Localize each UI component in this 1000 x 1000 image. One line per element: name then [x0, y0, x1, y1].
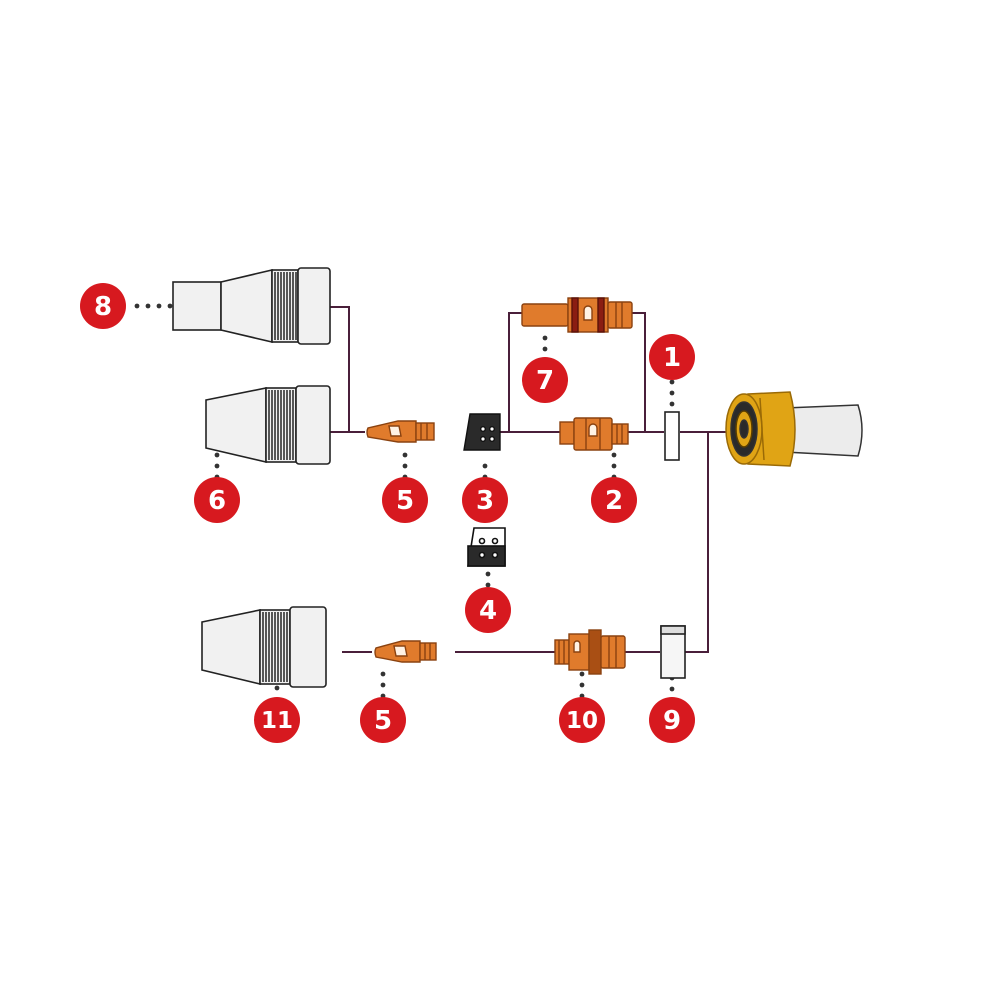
callout-label-5-bottom: 5 [374, 706, 392, 736]
leader-4 [485, 571, 491, 588]
leader-5a [402, 452, 408, 480]
torch-head-icon [725, 391, 863, 467]
electrode-icon [366, 420, 435, 443]
gas-diffuser-icon [467, 527, 506, 567]
leader-6 [214, 452, 220, 480]
callout-label-6: 6 [208, 486, 226, 516]
callout-badge-8: 8 [80, 283, 126, 329]
electrode-holder-icon [559, 417, 629, 451]
connector-head-to-9 [685, 432, 709, 653]
electrode-holder-icon [554, 629, 626, 675]
electrode-icon [374, 640, 437, 663]
callout-label-9: 9 [663, 706, 681, 736]
callout-badge-11: 11 [254, 697, 300, 743]
callout-badge-9: 9 [649, 697, 695, 743]
callout-label-1: 1 [663, 343, 681, 373]
long-electrode-holder-icon [521, 297, 633, 333]
callout-label-11: 11 [261, 708, 293, 734]
callout-badge-3: 3 [462, 477, 508, 523]
gas-diffuser-icon [463, 413, 501, 451]
nozzle-icon [205, 385, 331, 465]
callout-label-8: 8 [94, 292, 112, 322]
o-ring-icon [664, 411, 680, 461]
callout-label-5-top: 5 [396, 486, 414, 516]
callout-badge-5-top: 5 [382, 477, 428, 523]
callout-badge-5-bottom: 5 [360, 697, 406, 743]
leader-8 [134, 303, 173, 309]
connector-lines [330, 306, 728, 653]
dotted-leaders [134, 303, 675, 699]
leader-1 [669, 379, 675, 407]
long-nozzle-icon [172, 267, 331, 345]
nozzle-icon [201, 606, 327, 688]
callout-badge-4: 4 [465, 587, 511, 633]
callout-label-7: 7 [536, 366, 554, 396]
connector-8-to-5 [330, 306, 365, 433]
callout-label-10: 10 [566, 708, 598, 734]
leader-5b [380, 671, 386, 699]
callout-badge-10: 10 [559, 697, 605, 743]
callout-badge-6: 6 [194, 477, 240, 523]
connector-7-loop [508, 312, 646, 432]
leader-2 [611, 452, 617, 480]
callout-badge-2: 2 [591, 477, 637, 523]
callout-label-3: 3 [476, 486, 494, 516]
insulator-icon [660, 625, 686, 679]
leader-10 [579, 671, 585, 699]
callout-badges: 8 6 5 3 2 7 1 4 [80, 283, 695, 743]
callout-label-2: 2 [605, 486, 623, 516]
callout-badge-7: 7 [522, 357, 568, 403]
callout-label-4: 4 [479, 596, 497, 626]
callout-badge-1: 1 [649, 334, 695, 380]
